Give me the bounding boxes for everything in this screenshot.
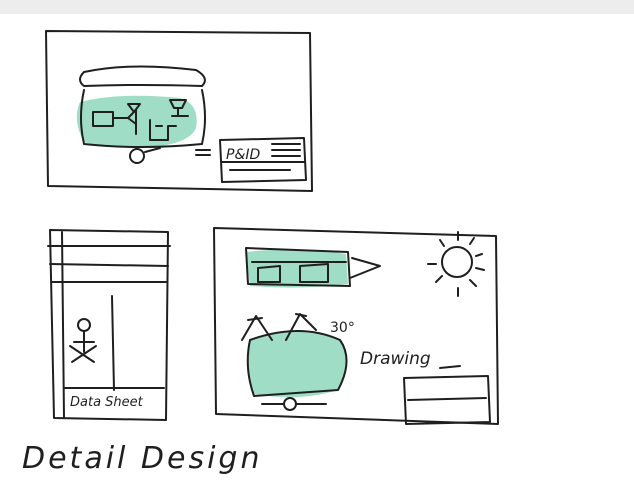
drawing-arrow xyxy=(349,257,381,279)
pid-tank-body xyxy=(80,89,206,148)
pid-titleblock-lines xyxy=(271,143,301,157)
pid-label: P&ID xyxy=(226,147,260,163)
angle-label: 30° xyxy=(330,320,355,336)
datasheet-person-head xyxy=(77,318,91,332)
drawing-top-tank xyxy=(245,247,351,287)
drawing-frame xyxy=(213,227,499,425)
drawing-label: Drawing xyxy=(360,349,431,369)
datasheet-frame xyxy=(49,229,169,421)
datasheet-lines xyxy=(47,245,171,283)
sun-icon xyxy=(441,246,473,278)
pid-panel xyxy=(45,30,313,192)
pid-valve-symbol xyxy=(112,103,141,135)
pid-wheel xyxy=(129,148,145,164)
drawing-top-compartments xyxy=(257,263,329,283)
drawing-underline xyxy=(439,365,461,369)
pid-titleblock xyxy=(219,137,307,183)
pid-tank-roof xyxy=(79,65,206,87)
drawing-top-fill xyxy=(246,249,348,288)
datasheet-column-lines xyxy=(61,231,115,419)
pid-panel-frame xyxy=(45,30,313,192)
drawing-panel xyxy=(213,227,499,425)
datasheet-person-body xyxy=(69,330,97,363)
datasheet-label: Data Sheet xyxy=(70,395,144,410)
datasheet-panel xyxy=(47,229,171,421)
drawing-wheel xyxy=(283,397,297,411)
drawing-titleblock xyxy=(403,375,491,425)
top-frame-band xyxy=(0,0,634,14)
pid-pump-lines xyxy=(149,119,177,141)
drawing-tank-fill xyxy=(246,331,347,398)
sun-rays xyxy=(427,231,485,297)
pid-nozzle xyxy=(169,99,189,117)
caption-label: Detail Design xyxy=(22,441,263,476)
pid-connector-lines xyxy=(144,147,211,156)
drawing-angle-arcs xyxy=(247,313,307,321)
drawing-tank-outline xyxy=(246,330,348,397)
